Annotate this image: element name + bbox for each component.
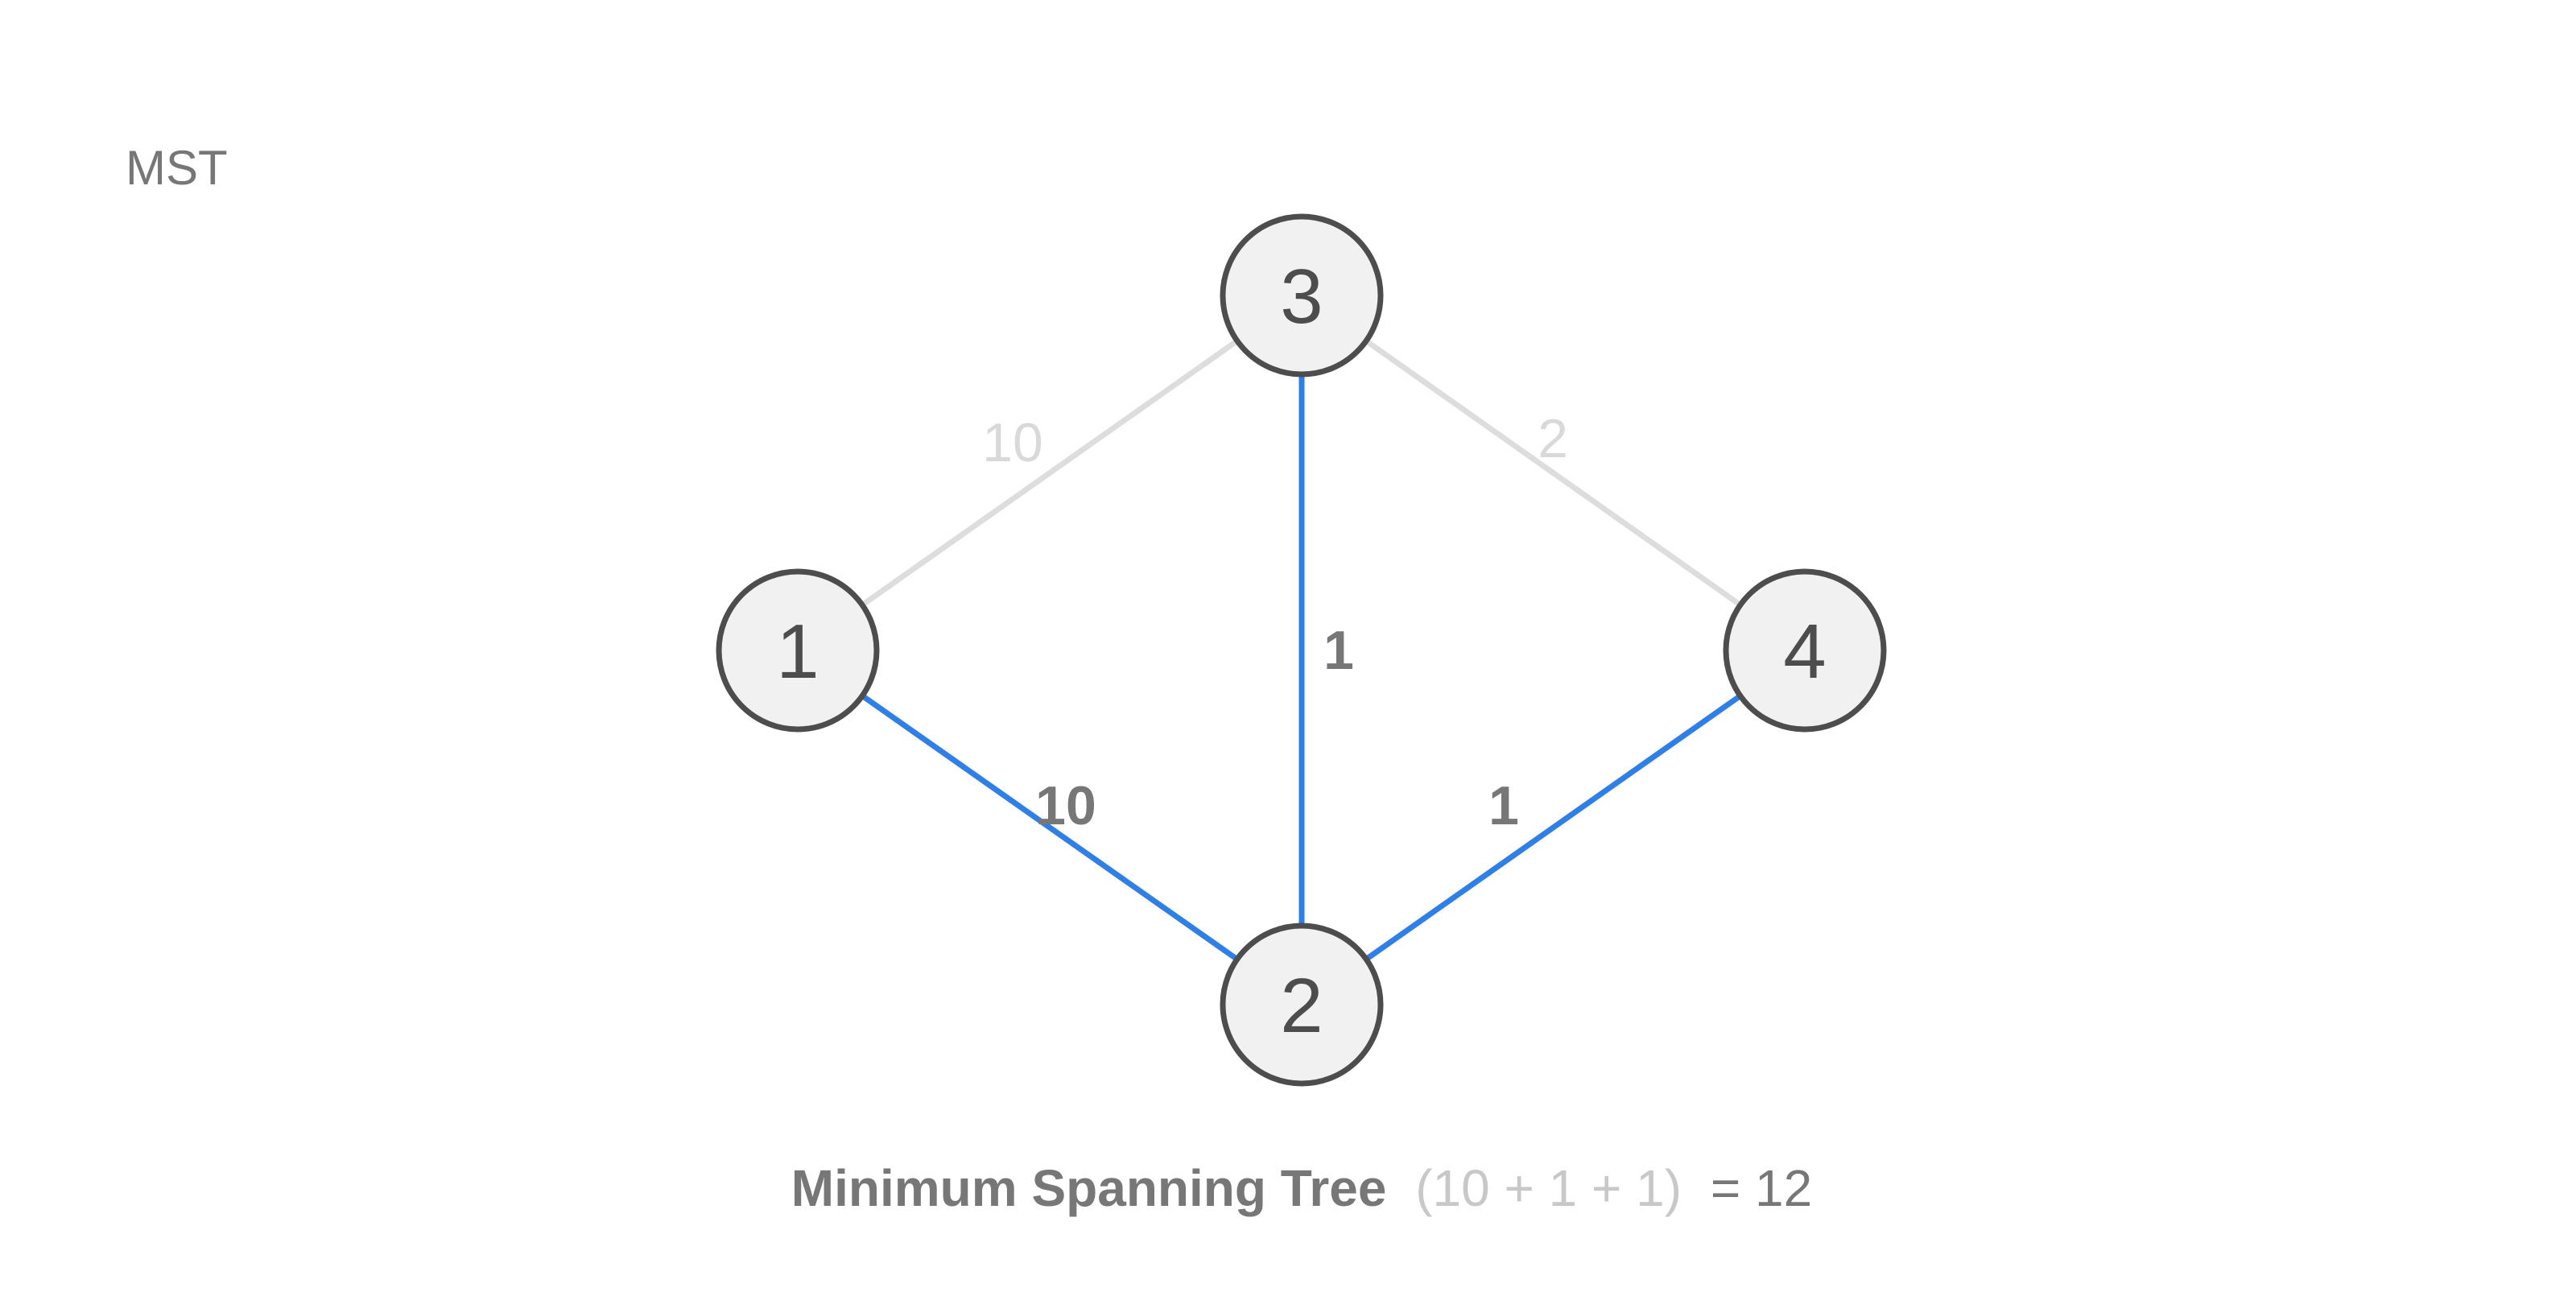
node-circle-3 <box>1220 213 1384 378</box>
node-circle-4 <box>1723 568 1887 733</box>
edge-weight-3-2: 1 <box>1323 620 1354 681</box>
node-label-1: 1 <box>776 609 819 695</box>
node-circle-2 <box>1220 923 1384 1087</box>
node-4: 4 <box>1723 568 1887 733</box>
edge-3-4 <box>1299 293 1807 653</box>
edge-2-4 <box>1299 648 1807 1007</box>
edge-weight-2-4: 1 <box>1488 775 1519 836</box>
node-label-2: 2 <box>1280 963 1323 1049</box>
caption-sum: (10 + 1 + 1) <box>1415 1159 1682 1217</box>
nodes-layer: 1 2 3 4 <box>716 213 1887 1087</box>
node-circle-1 <box>716 568 880 733</box>
caption-total: = 12 <box>1711 1159 1812 1217</box>
corner-label: MST <box>126 141 228 195</box>
edge-labels-layer: 10 2 10 1 1 <box>982 408 1568 836</box>
caption-title: Minimum Spanning Tree <box>791 1159 1387 1217</box>
node-3: 3 <box>1220 213 1384 378</box>
edge-weight-1-2: 10 <box>1035 775 1096 836</box>
edge-weight-1-3: 10 <box>982 412 1043 473</box>
edge-weight-3-4: 2 <box>1538 408 1568 469</box>
edge-1-3 <box>795 293 1304 653</box>
edges-layer <box>795 293 1807 1007</box>
node-label-3: 3 <box>1280 254 1323 340</box>
edge-1-2 <box>795 648 1304 1007</box>
node-2: 2 <box>1220 923 1384 1087</box>
node-label-4: 4 <box>1783 609 1826 695</box>
node-1: 1 <box>716 568 880 733</box>
caption: Minimum Spanning Tree (10 + 1 + 1) = 12 <box>791 1159 1812 1217</box>
